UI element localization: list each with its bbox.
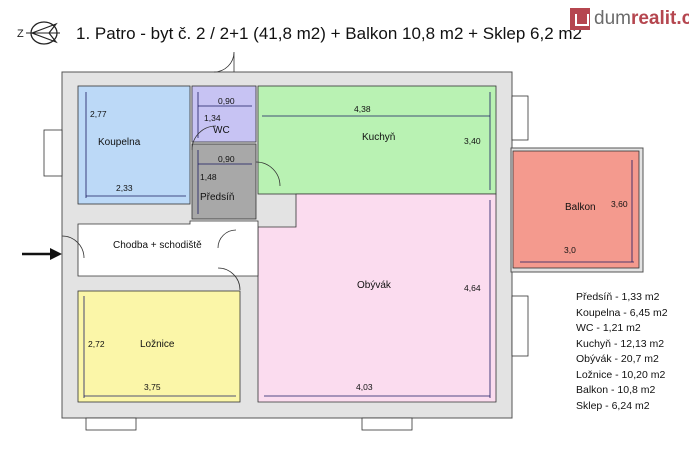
dim-wc-h: 1,34 (204, 113, 221, 123)
label-loznice: Ložnice (140, 339, 175, 350)
dim-obyvak-h: 4,64 (464, 283, 481, 293)
window-right-top (511, 95, 529, 141)
door-chodba (217, 229, 237, 249)
legend-item-sklep: Sklep - 6,24 m2 (576, 399, 650, 412)
dim-predsin-w: 0,90 (218, 154, 235, 164)
legend-item-predsin: Předsíň - 1,33 m2 (576, 291, 660, 303)
door-kuchyn (255, 161, 281, 187)
room-koupelna (77, 85, 191, 205)
room-obyvak (257, 193, 497, 403)
area-legend: Předsíň - 1,33 m2 Koupelna - 6,45 m2 WC … (576, 290, 668, 414)
room-labels: Koupelna WC Předsíň Kuchyň Balkon Obývák… (98, 125, 596, 350)
dimension-labels: 2,77 2,33 0,90 1,34 0,90 1,48 4,38 3,40 … (88, 96, 628, 392)
label-koupelna: Koupelna (98, 137, 141, 148)
window-bottom-1 (85, 417, 137, 431)
dim-kuchyn-w: 4,38 (354, 104, 371, 114)
compass-label: Z (17, 28, 24, 40)
label-predsin: Předsíň (200, 192, 234, 203)
room-predsin (191, 143, 257, 220)
label-wc: WC (213, 125, 230, 136)
legend-item-loznice: Ložnice - 10,20 m2 (576, 368, 666, 381)
plan-title: 1. Patro - byt č. 2 / 2+1 (41,8 m2) + Ba… (76, 24, 583, 43)
house-logo-icon (570, 8, 590, 30)
window-bottom-2 (361, 417, 413, 431)
legend-item-balkon: Balkon - 10,8 m2 (576, 384, 656, 396)
door-loznice (217, 267, 241, 291)
dim-obyvak-w: 4,03 (356, 382, 373, 392)
brand-name: dumrealit.cz (594, 8, 689, 29)
dim-balkon-w: 3,0 (564, 245, 576, 255)
brand-logo: dumrealit.cz (570, 6, 689, 32)
dim-loznice-w: 3,75 (144, 382, 161, 392)
entrance-arrow-icon (22, 248, 62, 260)
dim-wc-w: 0,90 (218, 96, 235, 106)
room-kuchyn (257, 85, 497, 195)
label-chodba: Chodba + schodiště (113, 240, 202, 251)
window-right-bottom (511, 295, 529, 357)
dim-koupelna-h: 2,77 (90, 109, 107, 119)
dim-kuchyn-h: 3,40 (464, 136, 481, 146)
label-kuchyn: Kuchyň (362, 132, 395, 143)
legend-item-wc: WC - 1,21 m2 (576, 322, 641, 334)
dimension-lines (83, 92, 634, 398)
legend-item-obyvak: Obývák - 20,7 m2 (576, 353, 659, 365)
dim-loznice-h: 2,72 (88, 339, 105, 349)
legend-item-kuchyn: Kuchyň - 12,13 m2 (576, 337, 665, 350)
dim-koupelna-w: 2,33 (116, 183, 133, 193)
compass-icon: Z (17, 21, 60, 45)
room-balkon (512, 150, 640, 269)
legend-item-koupelna: Koupelna - 6,45 m2 (576, 306, 668, 319)
room-chodba (77, 220, 259, 277)
dim-balkon-h: 3,60 (611, 199, 628, 209)
room-loznice (77, 290, 241, 403)
doors (61, 51, 281, 291)
room-wc (191, 85, 257, 143)
door-koupelna (191, 125, 217, 151)
label-balkon: Balkon (565, 202, 596, 213)
door-top (213, 51, 235, 73)
door-entrance (61, 235, 85, 259)
window-left (43, 129, 63, 177)
label-obyvak: Obývák (357, 280, 392, 291)
dim-predsin-h: 1,48 (200, 172, 217, 182)
windows (43, 95, 529, 431)
